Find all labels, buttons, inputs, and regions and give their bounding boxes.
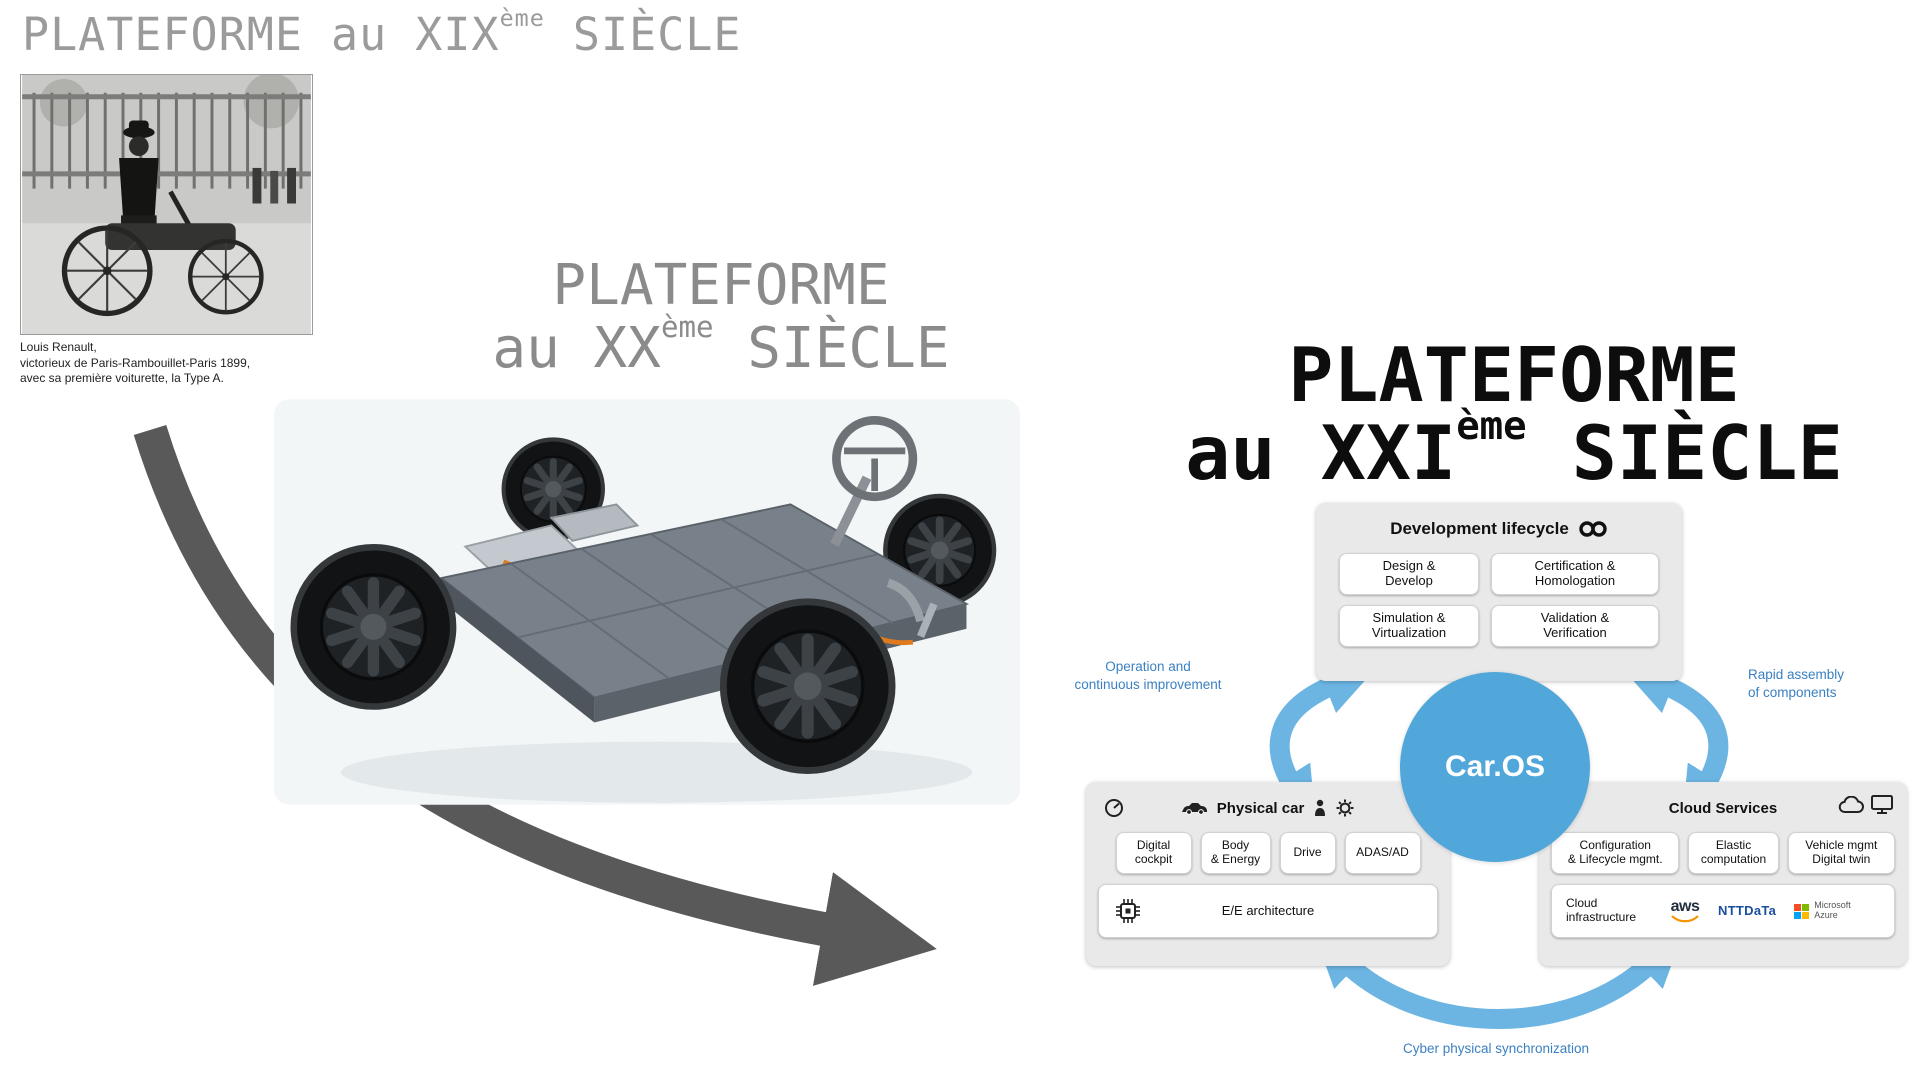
gear-icon bbox=[1336, 799, 1354, 817]
title-19-text: PLATEFORME au XIX bbox=[22, 8, 500, 61]
person-icon bbox=[1313, 799, 1327, 817]
label-cyber-physical-synchronization: Cyber physical synchronization bbox=[1402, 1041, 1590, 1056]
title-19-sup: ème bbox=[499, 3, 545, 32]
title-21st-century: PLATEFORME au XXIème SIÈCLE bbox=[1114, 336, 1914, 492]
aws-logo: aws bbox=[1670, 899, 1700, 923]
chip-drive: Drive bbox=[1279, 832, 1336, 874]
chip-simulation-virtualization: Simulation & Virtualization bbox=[1339, 605, 1479, 647]
car-os-label: Car.OS bbox=[1444, 750, 1546, 783]
microsoft-squares-icon bbox=[1794, 903, 1810, 919]
chip-certification-homologation: Certification & Homologation bbox=[1491, 553, 1659, 595]
title-19th-century: PLATEFORME au XIXème SIÈCLE bbox=[22, 4, 742, 61]
physical-car-title: Physical car bbox=[1216, 799, 1305, 817]
development-lifecycle-box: Development lifecycle Design & Develop C… bbox=[1316, 503, 1682, 681]
cloud-infrastructure-label: Cloud infrastructure bbox=[1566, 896, 1637, 924]
microsoft-text: Microsoft bbox=[1814, 900, 1851, 911]
development-lifecycle-title: Development lifecycle bbox=[1390, 519, 1569, 538]
title-19-suffix: SIÈCLE bbox=[544, 8, 742, 61]
chip-adas-ad: ADAS/AD bbox=[1344, 832, 1421, 874]
cloud-services-title: Cloud Services bbox=[1668, 799, 1778, 817]
chip-body-energy: Body & Energy bbox=[1200, 832, 1271, 874]
ntt-data-logo: NTTDaTa bbox=[1718, 902, 1777, 918]
azure-text: Azure bbox=[1814, 910, 1838, 920]
gauge-icon bbox=[1104, 798, 1124, 818]
car-icon bbox=[1181, 801, 1208, 815]
physical-car-box: Physical car bbox=[1086, 782, 1450, 966]
aws-logo-text: aws bbox=[1670, 898, 1700, 915]
title-20-suffix: SIÈCLE bbox=[713, 315, 950, 381]
aws-smile-icon bbox=[1671, 915, 1699, 923]
chip-elastic-computation: Elastic computation bbox=[1688, 832, 1779, 874]
chip-design-develop: Design & Develop bbox=[1339, 553, 1479, 595]
title-20th-century: PLATEFORME au XXème SIÈCLE bbox=[381, 253, 1061, 381]
ee-architecture-label: E/E architecture bbox=[1221, 902, 1315, 918]
label-rapid-assembly: Rapid assembly of components bbox=[1748, 667, 1845, 700]
title-20-line1: PLATEFORME bbox=[552, 253, 890, 318]
old-photo-illustration bbox=[22, 75, 311, 334]
title-20-sup: ème bbox=[660, 309, 714, 344]
chip-icon bbox=[1115, 898, 1141, 924]
photo-caption: Louis Renault, victorieux de Paris-Rambo… bbox=[20, 340, 251, 386]
ev-platform-illustration bbox=[273, 399, 1021, 805]
louis-renault-photo bbox=[20, 74, 313, 335]
infinity-icon bbox=[1578, 520, 1608, 538]
chip-cloud-infrastructure: Cloud infrastructure aws NTTDaTa Microso… bbox=[1551, 884, 1895, 938]
chip-digital-cockpit: Digital cockpit bbox=[1115, 832, 1192, 874]
cloud-services-box: Cloud Services Configuration & Lifecyc bbox=[1539, 782, 1907, 966]
title-21-sup: ème bbox=[1456, 404, 1527, 450]
label-operation-continuous-improvement: Operation and continuous improvement bbox=[1074, 659, 1222, 692]
chip-vehicle-mgmt-digital-twin: Vehicle mgmt Digital twin bbox=[1787, 832, 1895, 874]
monitor-icon bbox=[1871, 795, 1893, 814]
cloud-icon bbox=[1838, 795, 1864, 814]
title-21-line1: PLATEFORME bbox=[1288, 331, 1740, 419]
title-20-line2: au XX bbox=[492, 315, 661, 381]
chip-ee-architecture: E/E architecture bbox=[1098, 884, 1438, 938]
title-21-suffix: SIÈCLE bbox=[1526, 409, 1843, 497]
microsoft-azure-logo: Microsoft Azure bbox=[1794, 900, 1851, 921]
title-21-line2: au XXI bbox=[1185, 409, 1457, 497]
chip-configuration-lifecycle: Configuration & Lifecycle mgmt. bbox=[1551, 832, 1680, 874]
car-os-circle: Car.OS bbox=[1400, 672, 1590, 862]
chip-validation-verification: Validation & Verification bbox=[1491, 605, 1659, 647]
